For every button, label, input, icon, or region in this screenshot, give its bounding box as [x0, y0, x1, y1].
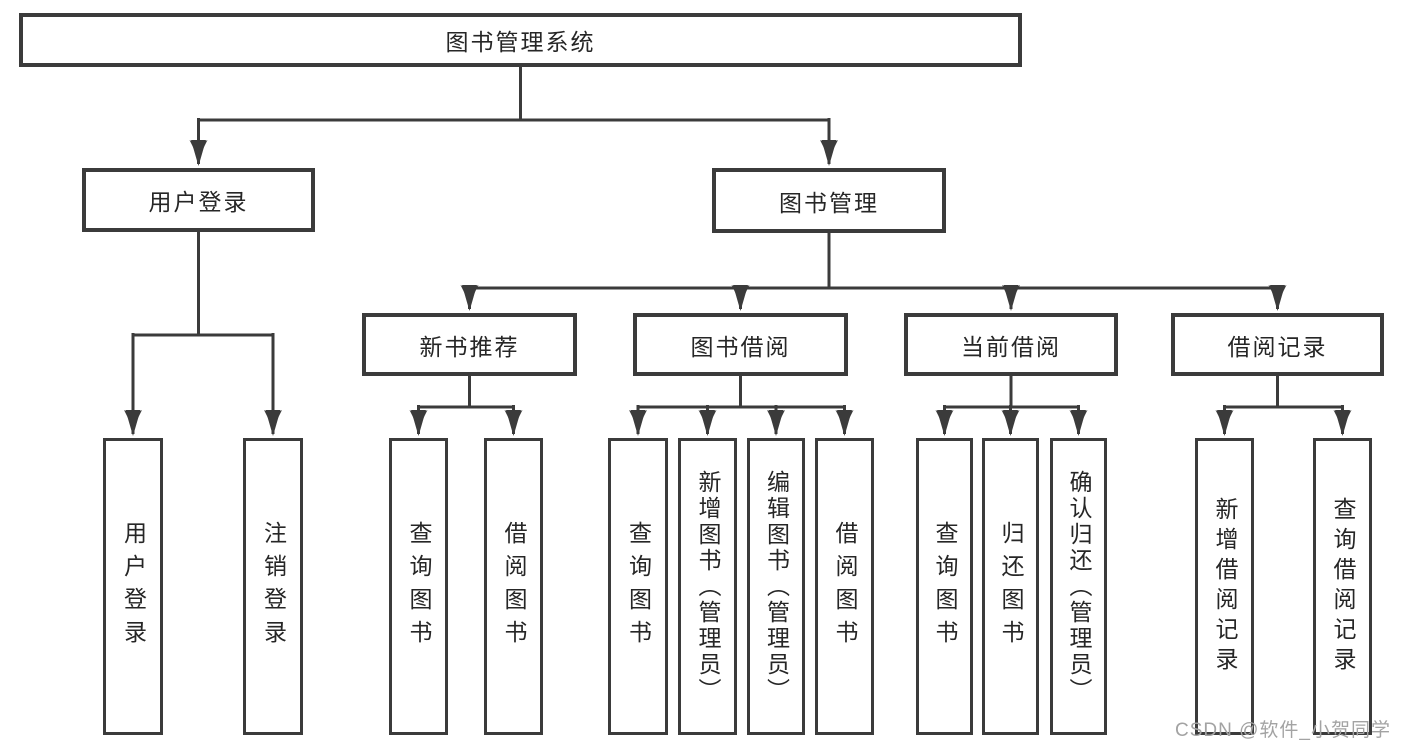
leaf-borrow-books: 借阅图书	[815, 438, 874, 735]
leaf-add-books-admin: 新增图书（管理员）	[678, 438, 737, 735]
node-library-management-system: 图书管理系统	[19, 13, 1022, 67]
leaf-user-login: 用户登录	[103, 438, 163, 735]
node-current-borrowing: 当前借阅	[904, 313, 1118, 376]
node-user-login: 用户登录	[82, 168, 315, 232]
node-book-borrowing: 图书借阅	[633, 313, 848, 376]
leaf-query-books-current: 查询图书	[916, 438, 973, 735]
leaf-logout: 注销登录	[243, 438, 303, 735]
node-new-book-recommendation: 新书推荐	[362, 313, 577, 376]
node-borrowing-records: 借阅记录	[1171, 313, 1384, 376]
leaf-query-books-recommend: 查询图书	[389, 438, 448, 735]
leaf-borrow-books-recommend: 借阅图书	[484, 438, 543, 735]
leaf-query-borrow-record: 查询借阅记录	[1313, 438, 1372, 735]
leaf-edit-books-admin: 编辑图书（管理员）	[747, 438, 805, 735]
csdn-watermark: CSDN @软件_小贺同学	[1175, 720, 1391, 741]
leaf-add-borrow-record: 新增借阅记录	[1195, 438, 1254, 735]
leaf-return-books: 归还图书	[982, 438, 1039, 735]
node-book-management: 图书管理	[712, 168, 946, 233]
leaf-confirm-return-admin: 确认归还（管理员）	[1050, 438, 1107, 735]
leaf-query-books-borrow: 查询图书	[608, 438, 668, 735]
